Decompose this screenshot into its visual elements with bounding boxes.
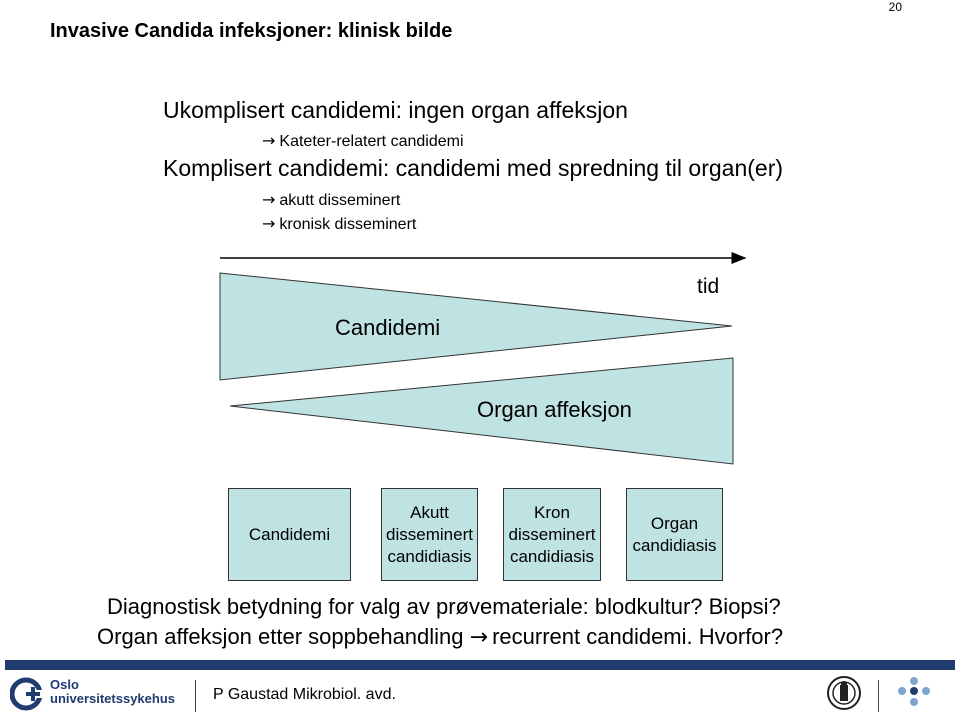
line-kronisk-text: kronisk disseminert bbox=[279, 216, 417, 233]
box-line: Akutt bbox=[410, 502, 449, 522]
footer-divider-right bbox=[878, 680, 879, 712]
line-kateter-text: Kateter-relatert candidemi bbox=[279, 133, 464, 150]
box-akutt: Akutt disseminert candidiasis bbox=[381, 488, 478, 581]
footer-divider bbox=[195, 680, 196, 712]
box-line: disseminert bbox=[508, 524, 596, 544]
box-line: candidiasis bbox=[632, 535, 717, 555]
time-label: tid bbox=[697, 275, 720, 298]
arrow-icon: → bbox=[262, 214, 276, 233]
bottom-line-2: Organ affeksjon etter soppbehandling →re… bbox=[97, 624, 783, 650]
box-kron: Kron disseminert candidiasis bbox=[503, 488, 601, 581]
organ-wedge bbox=[229, 357, 734, 465]
slide-title: Invasive Candida infeksjoner: klinisk bi… bbox=[50, 20, 453, 42]
arrow-icon: → bbox=[262, 131, 276, 150]
bottom-line-2-part1: Organ affeksjon etter soppbehandling bbox=[97, 624, 464, 649]
line-ukomplisert: Ukomplisert candidemi: ingen organ affek… bbox=[163, 97, 628, 123]
line-komplisert: Komplisert candidemi: candidemi med spre… bbox=[163, 155, 784, 181]
box-candidemi: Candidemi bbox=[228, 488, 351, 581]
box-line: Candidemi bbox=[248, 524, 331, 544]
logo-line-2: universitetssykehus bbox=[50, 691, 176, 706]
arrow-icon: → bbox=[469, 625, 489, 650]
box-line: candidiasis bbox=[509, 546, 595, 566]
bottom-line-1: Diagnostisk betydning for valg av prøvem… bbox=[107, 594, 781, 619]
candidemi-label: Candidemi bbox=[335, 315, 441, 340]
logo-line-1: Oslo bbox=[50, 677, 79, 692]
box-line: disseminert bbox=[386, 524, 473, 544]
box-organ: Organ candidiasis bbox=[626, 488, 723, 581]
organ-affeksjon-label: Organ affeksjon bbox=[477, 397, 632, 422]
line-kateter: →Kateter-relatert candidemi bbox=[262, 131, 464, 151]
bottom-line-2-part2: recurrent candidemi. Hvorfor? bbox=[492, 624, 784, 649]
university-seal-icon bbox=[827, 676, 861, 710]
box-line: Kron bbox=[534, 502, 570, 522]
candidemi-wedge bbox=[219, 272, 733, 381]
arrow-icon: → bbox=[262, 190, 276, 209]
slide-number: 20 bbox=[888, 0, 902, 14]
footer-department: P Gaustad Mikrobiol. avd. bbox=[213, 686, 396, 703]
box-line: candidiasis bbox=[387, 546, 472, 566]
line-kronisk: →kronisk disseminert bbox=[262, 214, 416, 234]
box-line: Organ bbox=[650, 513, 699, 533]
line-akutt: →akutt disseminert bbox=[262, 190, 400, 210]
hospital-logo-text: Oslo universitetssykehus bbox=[50, 678, 175, 706]
dots-logo-icon bbox=[898, 677, 930, 706]
line-akutt-text: akutt disseminert bbox=[279, 192, 401, 209]
footer-bar bbox=[5, 660, 955, 670]
hospital-logo-icon bbox=[10, 677, 44, 711]
